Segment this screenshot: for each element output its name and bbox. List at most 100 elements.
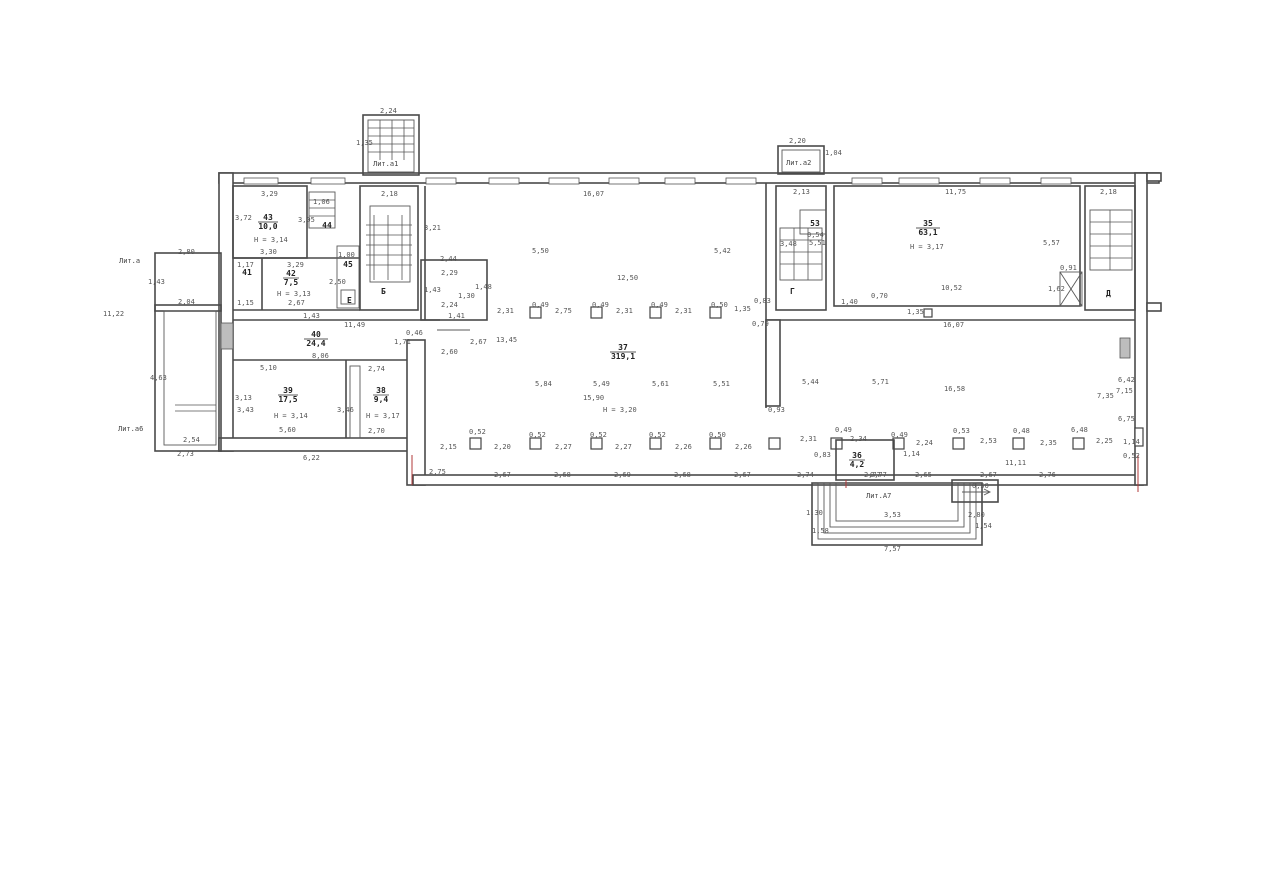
svg-text:5,10: 5,10: [260, 364, 277, 372]
left-block-walls: [232, 185, 488, 439]
svg-text:1,15: 1,15: [237, 299, 254, 307]
svg-text:0,83: 0,83: [814, 451, 831, 459]
room-41-label: 41: [242, 268, 252, 277]
svg-text:5,61: 5,61: [652, 380, 669, 388]
svg-text:0,49: 0,49: [651, 301, 668, 309]
svg-text:6,42: 6,42: [1118, 376, 1135, 384]
svg-text:2,31: 2,31: [616, 307, 633, 315]
svg-text:H = 3,17: H = 3,17: [366, 412, 400, 420]
svg-text:0,52: 0,52: [649, 431, 666, 439]
svg-text:0,83: 0,83: [754, 297, 771, 305]
svg-text:0,49: 0,49: [592, 301, 609, 309]
svg-text:2,69: 2,69: [614, 471, 631, 479]
svg-text:1,35: 1,35: [734, 305, 751, 313]
svg-text:2,31: 2,31: [497, 307, 514, 315]
svg-text:4,63: 4,63: [150, 374, 167, 382]
svg-text:1,71: 1,71: [394, 338, 411, 346]
svg-text:2,15: 2,15: [440, 443, 457, 451]
svg-text:1,41: 1,41: [448, 312, 465, 320]
svg-text:6,48: 6,48: [1071, 426, 1088, 434]
svg-text:2,20: 2,20: [789, 137, 806, 145]
lit-a6-label: Лит.а6: [118, 425, 143, 433]
svg-text:0,50: 0,50: [709, 431, 726, 439]
svg-text:0,79: 0,79: [752, 320, 769, 328]
svg-text:2,31: 2,31: [675, 307, 692, 315]
svg-text:5,51: 5,51: [713, 380, 730, 388]
dimension-lines: [411, 455, 1139, 492]
svg-text:8,06: 8,06: [312, 352, 329, 360]
svg-text:319,1: 319,1: [611, 352, 635, 361]
room-45-label: 45: [343, 260, 353, 269]
svg-text:3,72: 3,72: [235, 214, 252, 222]
svg-text:43: 43: [263, 213, 273, 222]
svg-text:3,13: 3,13: [235, 394, 252, 402]
stair-b-label: Б: [381, 287, 386, 296]
svg-text:2,27: 2,27: [555, 443, 572, 451]
svg-text:2,24: 2,24: [916, 439, 933, 447]
svg-text:3,30: 3,30: [260, 248, 277, 256]
svg-text:5,57: 5,57: [1043, 239, 1060, 247]
right-block-walls: [775, 185, 1136, 311]
svg-text:11,22: 11,22: [103, 310, 124, 318]
svg-text:0,49: 0,49: [532, 301, 549, 309]
svg-text:2,67: 2,67: [470, 338, 487, 346]
svg-text:0,91: 0,91: [1060, 264, 1077, 272]
svg-text:3,21: 3,21: [424, 224, 441, 232]
dimension-texts: 2,24 2,20 1,04 1,35 16,07 11,75 2,18 2,1…: [103, 107, 1140, 553]
svg-text:2,20: 2,20: [494, 443, 511, 451]
svg-text:0,48: 0,48: [1013, 427, 1030, 435]
svg-text:2,18: 2,18: [1100, 188, 1117, 196]
svg-text:7,5: 7,5: [284, 278, 299, 287]
svg-text:1,62: 1,62: [1048, 285, 1065, 293]
svg-text:2,76: 2,76: [1039, 471, 1056, 479]
svg-text:2,73: 2,73: [177, 450, 194, 458]
svg-text:1,43: 1,43: [424, 286, 441, 294]
svg-text:2,29: 2,29: [441, 269, 458, 277]
svg-text:1,40: 1,40: [841, 298, 858, 306]
svg-text:0,52: 0,52: [469, 428, 486, 436]
room-45-letter: Е: [347, 296, 352, 305]
svg-text:0,50: 0,50: [711, 301, 728, 309]
vestibule-lit-a1: [362, 114, 420, 176]
svg-text:5,60: 5,60: [279, 426, 296, 434]
svg-text:2,67: 2,67: [980, 471, 997, 479]
svg-text:2,70: 2,70: [368, 427, 385, 435]
svg-text:2,68: 2,68: [554, 471, 571, 479]
svg-text:10,0: 10,0: [258, 222, 277, 231]
svg-text:2,26: 2,26: [735, 443, 752, 451]
svg-text:24,4: 24,4: [306, 339, 325, 348]
svg-text:0,50: 0,50: [972, 482, 989, 490]
svg-text:1,58: 1,58: [812, 527, 829, 535]
svg-text:35: 35: [923, 219, 933, 228]
lit-a2-label: Лит.а2: [786, 159, 811, 167]
svg-text:3,29: 3,29: [287, 261, 304, 269]
lit-a7-label: Лит.А7: [866, 492, 891, 500]
svg-text:3,46: 3,46: [337, 406, 354, 414]
svg-text:11,11: 11,11: [1005, 459, 1026, 467]
svg-text:2,53: 2,53: [980, 437, 997, 445]
stair-d-label: Д: [1106, 289, 1111, 298]
svg-text:11,75: 11,75: [945, 188, 966, 196]
svg-text:H = 3,17: H = 3,17: [910, 243, 944, 251]
svg-text:0,53: 0,53: [953, 427, 970, 435]
room-36-label: 36 4,2: [849, 451, 865, 469]
svg-text:3,48: 3,48: [780, 240, 797, 248]
svg-text:5,49: 5,49: [593, 380, 610, 388]
svg-text:12,50: 12,50: [617, 274, 638, 282]
vestibule-lit-a2: [777, 145, 825, 175]
svg-text:2,27: 2,27: [615, 443, 632, 451]
svg-text:36: 36: [852, 451, 862, 460]
svg-text:H = 3,14: H = 3,14: [274, 412, 308, 420]
svg-text:2,54: 2,54: [183, 436, 200, 444]
svg-text:5,84: 5,84: [535, 380, 552, 388]
entrance-arrow-icon: [962, 488, 992, 496]
svg-text:1,06: 1,06: [313, 198, 330, 206]
svg-text:16,07: 16,07: [583, 190, 604, 198]
svg-text:1,30: 1,30: [806, 509, 823, 517]
svg-text:6,75: 6,75: [1118, 415, 1135, 423]
svg-text:2,67: 2,67: [494, 471, 511, 479]
svg-text:2,50: 2,50: [329, 278, 346, 286]
svg-text:1,43: 1,43: [148, 278, 165, 286]
svg-text:5,42: 5,42: [714, 247, 731, 255]
